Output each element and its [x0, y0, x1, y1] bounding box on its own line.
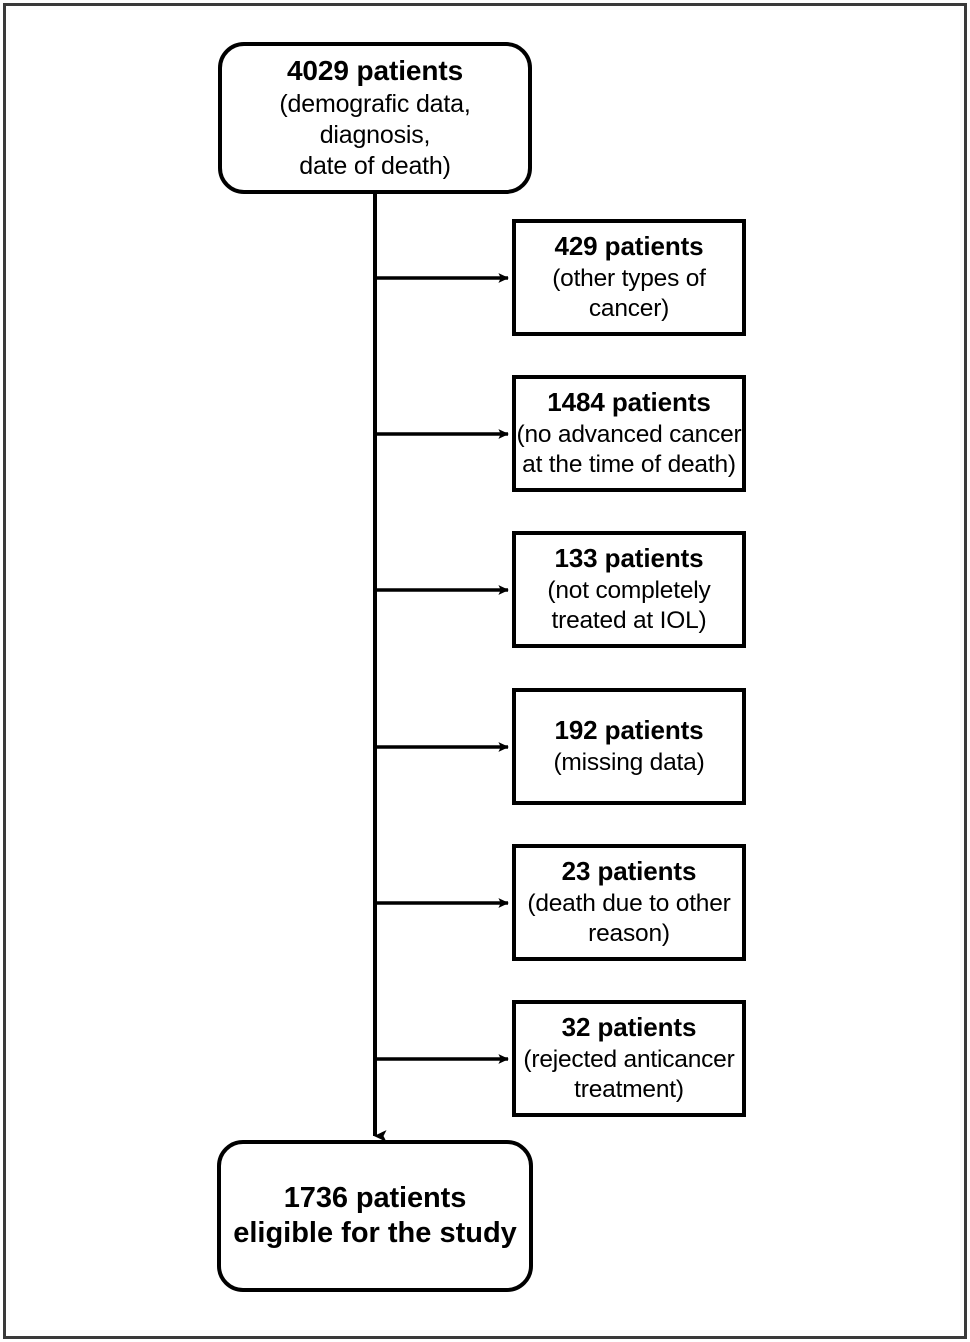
exclusion-1-subtitle-line2: cancer): [588, 294, 670, 322]
start-node-subtitle-line1: (demografic data, diagnosis,: [279, 90, 471, 150]
exclusion-5-title: 23 patients: [561, 856, 697, 887]
exclusion-3-subtitle-line2: treated at IOL): [551, 606, 707, 634]
exclusion-box-4: 192 patients (missing data): [512, 688, 746, 805]
exclusion-6-title: 32 patients: [561, 1012, 697, 1043]
exclusion-1-title: 429 patients: [554, 231, 704, 262]
exclusion-box-1: 429 patients (other types of cancer): [512, 219, 746, 336]
exclusion-5-subtitle-line2: reason): [588, 919, 670, 947]
exclusion-4-title: 192 patients: [554, 715, 704, 746]
exclusion-box-2: 1484 patients (no advanced cancer at the…: [512, 375, 746, 492]
exclusion-2-title: 1484 patients: [547, 387, 711, 418]
exclusion-box-3: 133 patients (not completely treated at …: [512, 531, 746, 648]
exclusion-3-subtitle-line1: (not completely: [547, 576, 711, 604]
start-node: 4029 patients (demografic data, diagnosi…: [218, 42, 532, 194]
exclusion-1-subtitle-line1: (other types of: [552, 264, 706, 292]
start-node-title: 4029 patients: [286, 54, 464, 86]
exclusion-5-subtitle-line1: (death due to other: [527, 889, 731, 917]
start-node-subtitle-line2: date of death): [299, 152, 451, 181]
exclusion-2-subtitle-line1: (no advanced cancer: [516, 420, 742, 448]
exclusion-box-5: 23 patients (death due to other reason): [512, 844, 746, 961]
end-node-title-line2: eligible for the study: [233, 1217, 517, 1249]
exclusion-6-subtitle-line2: treatment): [574, 1075, 684, 1103]
exclusion-3-title: 133 patients: [554, 543, 704, 574]
end-node-title: 1736 patients: [283, 1181, 467, 1214]
exclusion-2-subtitle-line2: at the time of death): [522, 450, 736, 478]
end-node: 1736 patients eligible for the study: [217, 1140, 533, 1292]
exclusion-6-subtitle-line1: (rejected anticancer: [523, 1045, 735, 1073]
exclusion-4-subtitle-line1: (missing data): [553, 748, 705, 776]
exclusion-box-6: 32 patients (rejected anticancer treatme…: [512, 1000, 746, 1117]
